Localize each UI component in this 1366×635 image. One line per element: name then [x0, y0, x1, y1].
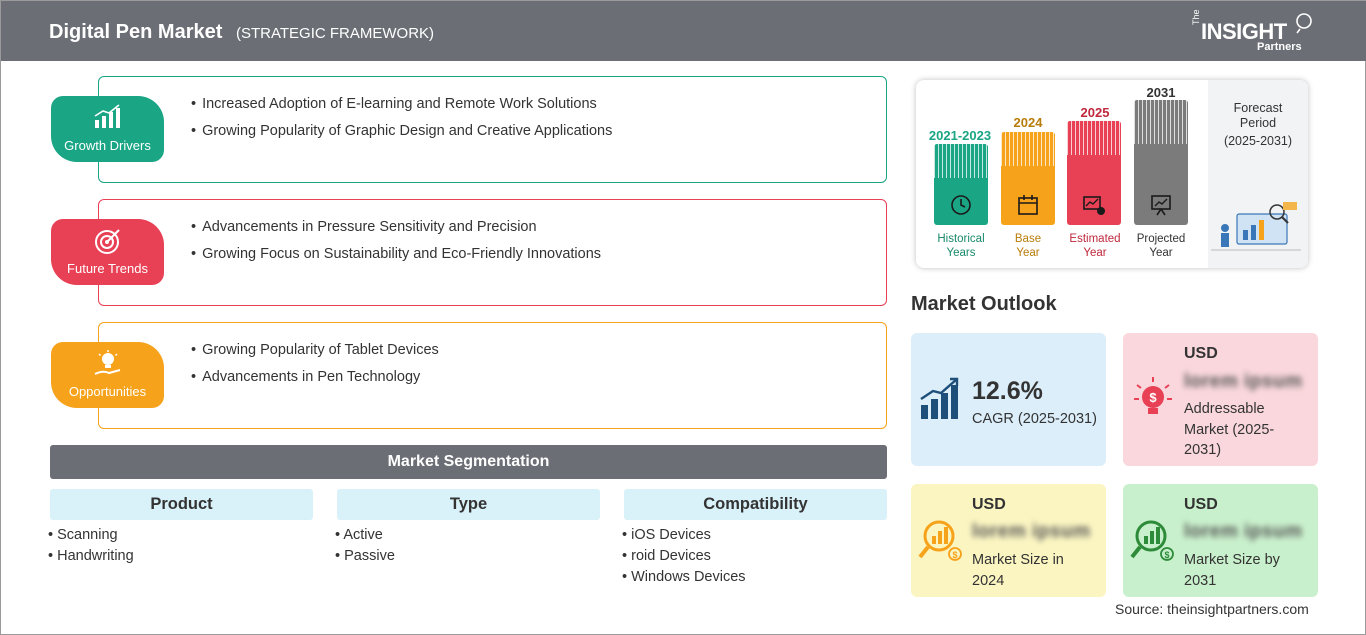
target-icon [95, 229, 120, 254]
segment-list-type: Active Passive [335, 527, 395, 569]
segment-header-product: Product [50, 489, 313, 520]
svg-text:$: $ [1164, 550, 1169, 560]
list-item: Growing Popularity of Graphic Design and… [191, 123, 612, 139]
addressable-label: Addressable Market (2025-2031) [1184, 401, 1275, 458]
size-2024-value: lorem ipsum [972, 521, 1091, 542]
segment-header-type: Type [337, 489, 600, 520]
growth-drivers-label: Growth Drivers [64, 138, 151, 153]
list-item: Increased Adoption of E-learning and Rem… [191, 96, 612, 112]
timeline-year-historical: 2021-2023 [928, 128, 992, 143]
svg-text:$: $ [1149, 390, 1157, 405]
forecast-label-line3: (2025-2031) [1223, 134, 1293, 148]
size-2024-label: Market Size in 2024 [972, 552, 1064, 589]
list-item: roid Devices [622, 548, 746, 564]
list-item: Handwriting [48, 548, 134, 564]
bar-chart-growth-icon [94, 104, 120, 128]
magnifier-chart-icon: $ [918, 520, 962, 561]
market-outlook-title: Market Outlook [911, 293, 1057, 315]
segment-list-product: Scanning Handwriting [48, 527, 134, 569]
opportunities-box: Growing Popularity of Tablet Devices Adv… [98, 322, 887, 429]
calendar-icon [1018, 195, 1038, 215]
size-2031-value: lorem ipsum [1184, 521, 1303, 542]
svg-text:$: $ [952, 550, 957, 560]
page-title: Digital Pen Market [49, 21, 223, 43]
size-2024-currency: USD [972, 496, 1006, 513]
magnifier-chart-icon: $ [1130, 520, 1174, 561]
timeline-year-base: 2024 [1013, 115, 1043, 130]
logo-lightbulb-icon [1296, 13, 1312, 34]
segment-list-compatibility: iOS Devices roid Devices Windows Devices [622, 527, 746, 590]
segmentation-title: Market Segmentation [50, 445, 887, 479]
logo-partners: Partners [1257, 41, 1302, 53]
list-item: Advancements in Pressure Sensitivity and… [191, 219, 601, 235]
estimate-chart-icon [1083, 196, 1105, 215]
page-subtitle: (STRATEGIC FRAMEWORK) [236, 25, 435, 42]
growth-drivers-tag: Growth Drivers [51, 96, 164, 162]
opportunities-tag: Opportunities [51, 342, 164, 408]
cagr-card: 12.6% CAGR (2025-2031) [911, 333, 1106, 466]
logo-the: The [1191, 9, 1201, 25]
logo-insight: INSIGHT [1201, 19, 1287, 44]
growth-chart-icon [920, 377, 959, 419]
addressable-currency: USD [1184, 345, 1218, 362]
header-bar: Digital Pen Market (STRATEGIC FRAMEWORK)… [1, 1, 1366, 61]
presentation-icon [1151, 195, 1171, 216]
size-2031-currency: USD [1184, 496, 1218, 513]
future-trends-list: Advancements in Pressure Sensitivity and… [191, 219, 601, 273]
timeline-bar-estimated [1067, 121, 1121, 225]
idea-dollar-icon: $ [1134, 377, 1172, 414]
list-item: Windows Devices [622, 569, 745, 585]
list-item: iOS Devices [622, 527, 746, 543]
future-trends-label: Future Trends [67, 261, 148, 276]
timeline-bar-base [1001, 132, 1055, 225]
list-item: Growing Popularity of Tablet Devices [191, 342, 439, 358]
addressable-market-card: USD lorem ipsum Addressable Market (2025… [1123, 333, 1318, 466]
market-size-2024-card: USD lorem ipsum Market Size in 2024 $ [911, 484, 1106, 597]
list-item: Scanning [48, 527, 134, 543]
list-item: Advancements in Pen Technology [191, 369, 439, 385]
opportunities-label: Opportunities [68, 384, 147, 399]
timeline-bar-projected [1134, 100, 1188, 225]
timeline-year-estimated: 2025 [1080, 105, 1110, 120]
size-2031-label: Market Size by 2031 [1184, 552, 1280, 589]
cagr-value: 12.6% [972, 377, 1043, 405]
growth-drivers-list: Increased Adoption of E-learning and Rem… [191, 96, 612, 150]
forecast-label-line2: Period [1239, 116, 1277, 130]
source-note: Source: theinsightpartners.com [1115, 601, 1309, 617]
future-trends-tag: Future Trends [51, 219, 164, 285]
timeline-bar-historical [934, 144, 988, 225]
market-size-2031-card: USD lorem ipsum Market Size by 2031 $ [1123, 484, 1318, 597]
segment-header-compatibility: Compatibility [624, 489, 887, 520]
analytics-illustration-icon [1211, 202, 1301, 251]
lightbulb-hand-icon [94, 350, 121, 375]
timeline-year-projected: 2031 [1146, 85, 1176, 100]
growth-drivers-box: Increased Adoption of E-learning and Rem… [98, 76, 887, 183]
cagr-label: CAGR (2025-2031) [972, 411, 1097, 427]
list-item: Passive [335, 548, 395, 564]
future-trends-box: Advancements in Pressure Sensitivity and… [98, 199, 887, 306]
history-clock-icon [951, 195, 971, 215]
list-item: Growing Focus on Sustainability and Eco-… [191, 246, 601, 262]
list-item: Active [335, 527, 395, 543]
insight-partners-logo[interactable]: The INSIGHT Partners [1189, 9, 1319, 55]
forecast-label-line1: Forecast [1233, 101, 1283, 115]
addressable-value: lorem ipsum [1184, 371, 1303, 392]
opportunities-list: Growing Popularity of Tablet Devices Adv… [191, 342, 439, 396]
